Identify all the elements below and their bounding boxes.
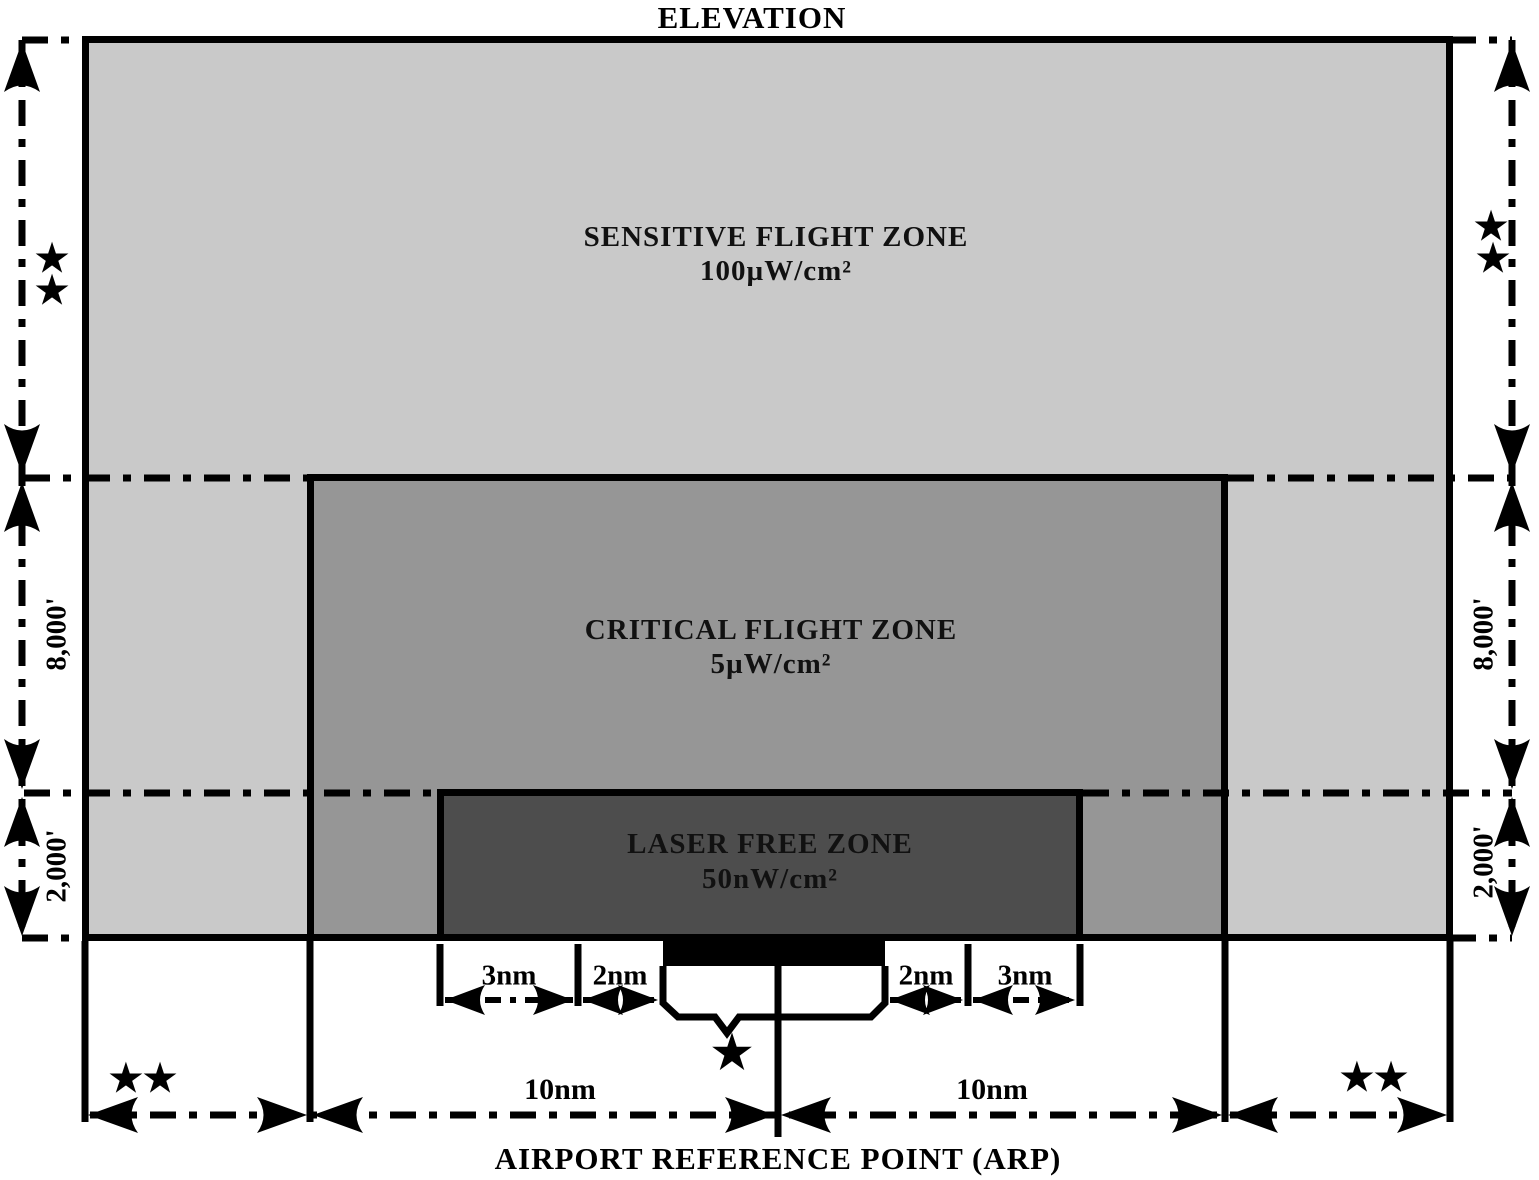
dim-2nm-left: 2nm bbox=[592, 959, 648, 992]
dim-3nm-right: 3nm bbox=[997, 959, 1053, 992]
altitude-2000-left: 2,000' bbox=[40, 829, 73, 903]
critical-zone-name: CRITICAL FLIGHT ZONE bbox=[584, 614, 958, 646]
laser-free-zone-limit: 50nW/cm² bbox=[702, 863, 838, 895]
laser-free-zone-name: LASER FREE ZONE bbox=[627, 828, 913, 860]
nm-dimension-lines bbox=[445, 985, 1075, 1015]
extension-drop-lines bbox=[81, 941, 1454, 1137]
dim-2nm-right: 2nm bbox=[898, 959, 954, 992]
runway-bar bbox=[663, 941, 885, 966]
double-star-bottom-left-icon: ★★ bbox=[108, 1058, 178, 1100]
runway-footnote-star-icon: ★ bbox=[711, 1027, 753, 1078]
altitude-8000-right: 8,000' bbox=[1467, 597, 1500, 671]
airport-reference-point-label: AIRPORT REFERENCE POINT (ARP) bbox=[494, 1141, 1062, 1176]
dim-10nm-left: 10nm bbox=[524, 1073, 596, 1106]
right-dimension-line bbox=[1083, 36, 1530, 942]
double-star-right-upper-icon: ★ bbox=[1473, 206, 1509, 248]
double-star-left-lower-icon: ★ bbox=[34, 270, 70, 312]
bottom-dimension-line bbox=[88, 1097, 1447, 1133]
altitude-2000-right: 2,000' bbox=[1467, 825, 1500, 899]
runway-callout-bracket bbox=[659, 966, 889, 1039]
dim-3nm-left: 3nm bbox=[481, 959, 537, 992]
double-star-bottom-right-icon: ★★ bbox=[1339, 1057, 1409, 1099]
laser-free-zone-rect bbox=[437, 789, 1083, 941]
page-title: ELEVATION bbox=[657, 0, 847, 35]
left-dimension-line bbox=[4, 36, 437, 942]
critical-zone-limit: 5µW/cm² bbox=[710, 648, 832, 680]
altitude-8000-left: 8,000' bbox=[40, 597, 73, 671]
sensitive-zone-limit: 100µW/cm² bbox=[700, 255, 852, 287]
sensitive-zone-name: SENSITIVE FLIGHT ZONE bbox=[583, 221, 969, 253]
dim-10nm-right: 10nm bbox=[956, 1073, 1028, 1106]
double-star-left-upper-icon: ★ bbox=[34, 238, 70, 280]
double-star-right-lower-icon: ★ bbox=[1475, 238, 1511, 280]
